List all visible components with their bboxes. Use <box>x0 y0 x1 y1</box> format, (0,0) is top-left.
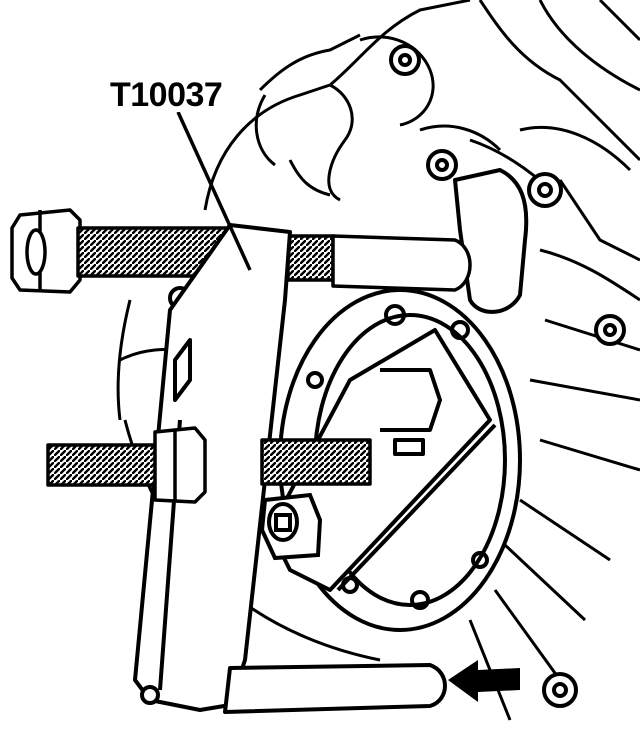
middle-bolt <box>46 426 372 504</box>
lower-bar <box>223 663 447 714</box>
support-block <box>453 168 529 314</box>
socket-bolt <box>259 492 323 561</box>
arrow-left-icon <box>448 660 520 702</box>
tool-arm <box>133 223 292 712</box>
engine-block-outline <box>116 0 640 721</box>
locking-plate <box>268 328 497 592</box>
label-leader-line <box>176 111 252 271</box>
tool-label: T10037 <box>108 76 225 114</box>
